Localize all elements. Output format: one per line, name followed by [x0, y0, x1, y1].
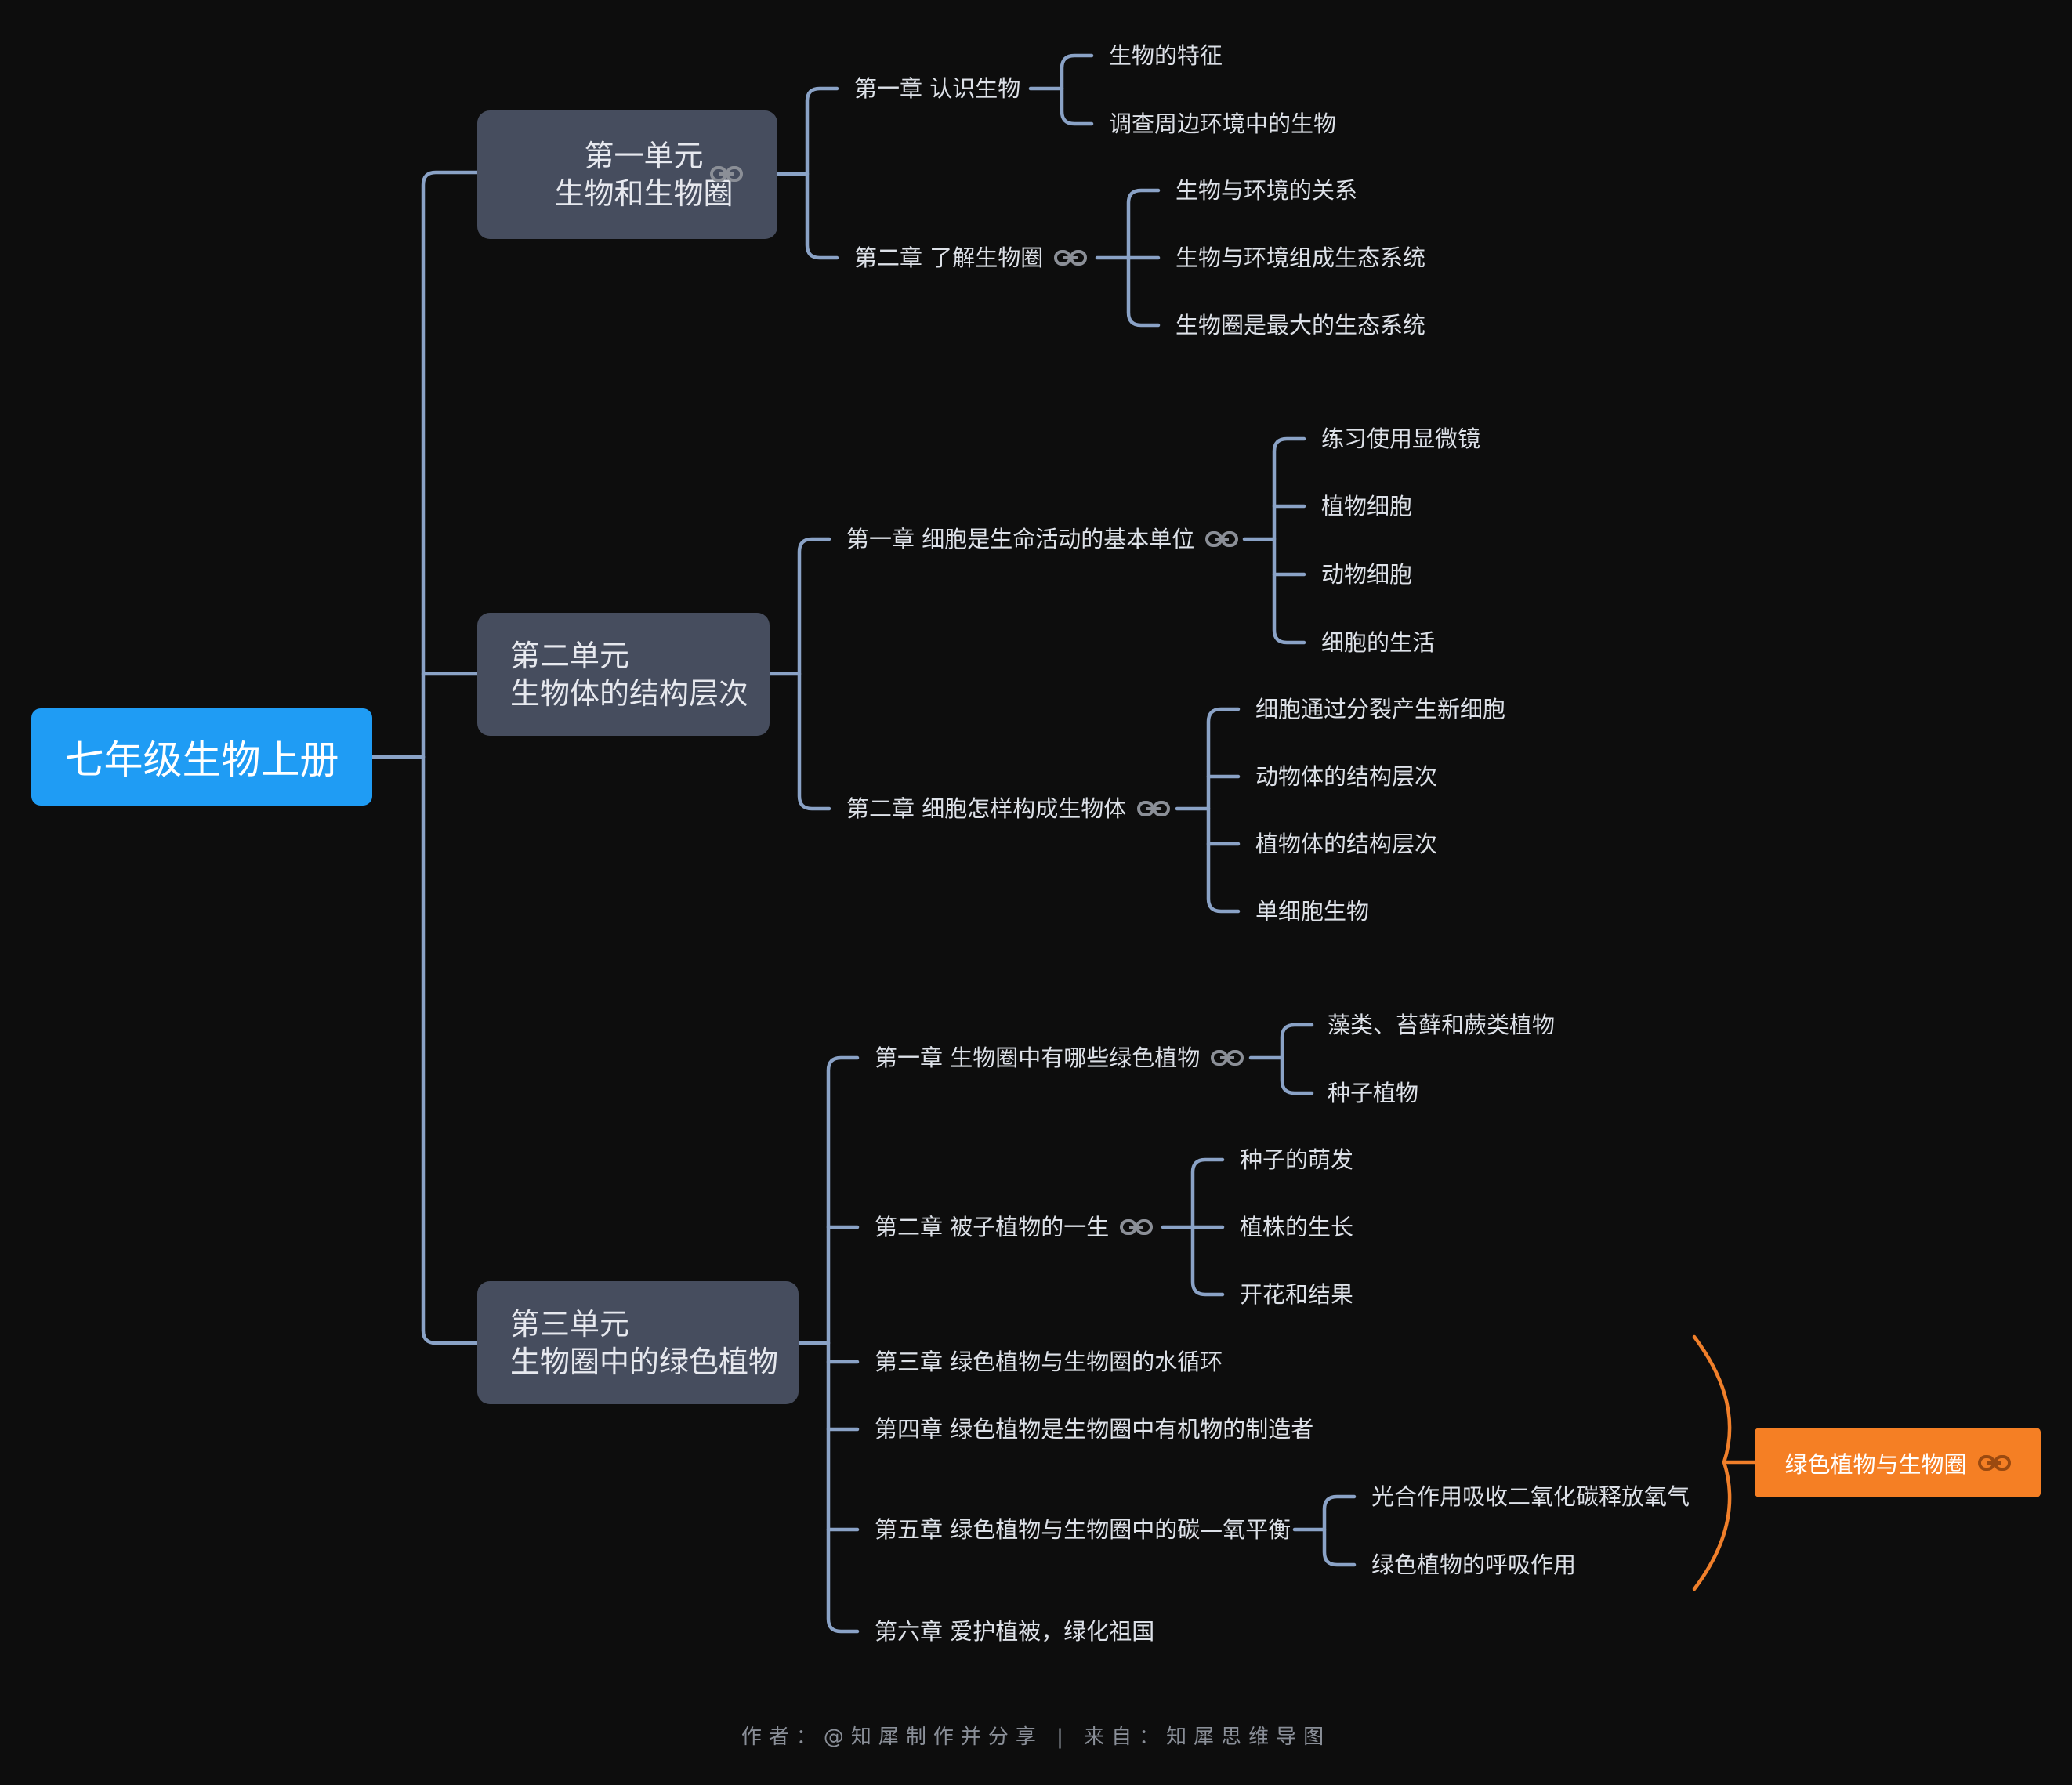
- summary-node[interactable]: 绿色植物与生物圈: [1755, 1428, 2041, 1497]
- leaf-u1-c1-1[interactable]: 生物的特征: [1109, 42, 1223, 70]
- unit-1-line2: 生物和生物圈: [554, 176, 734, 211]
- chapter-u3-c4[interactable]: 第四章 绿色植物是生物圈中有机物的制造者: [875, 1415, 1313, 1443]
- unit-2-line2: 生物体的结构层次: [510, 675, 749, 711]
- leaf-u2-c1-3[interactable]: 动物细胞: [1321, 560, 1412, 588]
- leaf-u3-c5-1[interactable]: 光合作用吸收二氧化碳释放氧气: [1371, 1483, 1690, 1511]
- unit-1-line1: 第一单元: [584, 139, 704, 173]
- chapter-label: 第二章 细胞怎样构成生物体: [846, 795, 1127, 822]
- chapter-u3-c1[interactable]: 第一章 生物圈中有哪些绿色植物: [875, 1044, 1244, 1072]
- leaf-label: 种子植物: [1328, 1080, 1419, 1106]
- leaf-label: 生物的特征: [1109, 42, 1223, 69]
- leaf-label: 绿色植物的呼吸作用: [1371, 1551, 1577, 1578]
- chapter-label: 第二章 被子植物的一生: [875, 1214, 1110, 1240]
- unit-2-node[interactable]: 第二单元 生物体的结构层次: [477, 613, 770, 736]
- leaf-u2-c1-4[interactable]: 细胞的生活: [1321, 628, 1435, 657]
- unit-3-node[interactable]: 第三单元 生物圈中的绿色植物: [477, 1281, 799, 1404]
- chapter-label: 第一章 生物圈中有哪些绿色植物: [875, 1045, 1201, 1071]
- leaf-label: 单细胞生物: [1255, 898, 1370, 925]
- leaf-u2-c2-3[interactable]: 植物体的结构层次: [1255, 830, 1437, 858]
- leaf-label: 生物圈是最大的生态系统: [1175, 312, 1426, 339]
- leaf-u2-c2-1[interactable]: 细胞通过分裂产生新细胞: [1255, 695, 1505, 723]
- root-label: 七年级生物上册: [64, 737, 339, 783]
- chapter-label: 第一章 细胞是生命活动的基本单位: [846, 526, 1195, 552]
- leaf-u3-c1-2[interactable]: 种子植物: [1328, 1079, 1418, 1107]
- link-icon[interactable]: [1211, 1049, 1244, 1066]
- leaf-label: 生物与环境组成生态系统: [1175, 244, 1426, 271]
- leaf-u2-c2-2[interactable]: 动物体的结构层次: [1255, 762, 1437, 791]
- link-icon[interactable]: [1977, 1454, 2011, 1472]
- leaf-label: 植株的生长: [1240, 1214, 1354, 1240]
- leaf-label: 练习使用显微镜: [1321, 425, 1481, 452]
- leaf-label: 动物细胞: [1321, 561, 1413, 588]
- summary-label: 绿色植物与生物圈: [1784, 1450, 1967, 1478]
- chapter-u3-c2[interactable]: 第二章 被子植物的一生: [875, 1213, 1154, 1241]
- leaf-label: 调查周边环境中的生物: [1109, 110, 1337, 137]
- chapter-label: 第三章 绿色植物与生物圈的水循环: [875, 1349, 1223, 1375]
- chapter-label: 第一章 认识生物: [854, 75, 1021, 102]
- leaf-label: 藻类、苔藓和蕨类植物: [1328, 1012, 1556, 1038]
- leaf-u3-c5-2[interactable]: 绿色植物的呼吸作用: [1371, 1551, 1576, 1579]
- chapter-label: 第四章 绿色植物是生物圈中有机物的制造者: [875, 1416, 1314, 1443]
- leaf-u1-c2-2[interactable]: 生物与环境组成生态系统: [1175, 244, 1425, 272]
- leaf-u1-c1-2[interactable]: 调查周边环境中的生物: [1109, 110, 1336, 138]
- leaf-label: 光合作用吸收二氧化碳释放氧气: [1371, 1483, 1690, 1510]
- chapter-u2-c1[interactable]: 第一章 细胞是生命活动的基本单位: [846, 525, 1239, 553]
- chapter-label: 第二章 了解生物圈: [854, 244, 1044, 271]
- chapter-u3-c3[interactable]: 第三章 绿色植物与生物圈的水循环: [875, 1348, 1223, 1376]
- chapter-label: 第五章 绿色植物与生物圈中的碳—氧平衡: [875, 1516, 1291, 1543]
- chapter-u1-c1[interactable]: 第一章 认识生物: [854, 74, 1020, 103]
- leaf-u2-c1-2[interactable]: 植物细胞: [1321, 492, 1412, 520]
- leaf-label: 生物与环境的关系: [1175, 177, 1358, 204]
- leaf-label: 细胞通过分裂产生新细胞: [1255, 696, 1506, 722]
- leaf-u2-c1-1[interactable]: 练习使用显微镜: [1321, 425, 1480, 453]
- chapter-u3-c5[interactable]: 第五章 绿色植物与生物圈中的碳—氧平衡: [875, 1515, 1291, 1544]
- leaf-u1-c2-1[interactable]: 生物与环境的关系: [1175, 176, 1357, 205]
- chapter-u1-c2[interactable]: 第二章 了解生物圈: [854, 244, 1088, 272]
- link-icon[interactable]: [1054, 249, 1088, 266]
- leaf-label: 植物细胞: [1321, 493, 1413, 520]
- leaf-label: 植物体的结构层次: [1255, 831, 1438, 857]
- link-icon[interactable]: [1120, 1218, 1154, 1236]
- leaf-u2-c2-4[interactable]: 单细胞生物: [1255, 897, 1369, 925]
- chapter-label: 第六章 爱护植被，绿化祖国: [875, 1618, 1155, 1645]
- leaf-u3-c1-1[interactable]: 藻类、苔藓和蕨类植物: [1328, 1011, 1555, 1039]
- leaf-label: 种子的萌发: [1240, 1146, 1354, 1173]
- unit-3-line2: 生物圈中的绿色植物: [510, 1344, 779, 1379]
- root-node[interactable]: 七年级生物上册: [31, 708, 372, 806]
- unit-2-line1: 第二单元: [510, 638, 630, 673]
- footer-credit: 作者：@知犀制作并分享 | 来自：知犀思维导图: [741, 1725, 1331, 1749]
- link-icon[interactable]: [1137, 800, 1171, 817]
- link-icon[interactable]: [710, 165, 743, 183]
- leaf-u3-c2-1[interactable]: 种子的萌发: [1240, 1146, 1353, 1174]
- leaf-label: 开花和结果: [1240, 1281, 1354, 1308]
- unit-1-node[interactable]: 第一单元 生物和生物圈: [477, 110, 777, 239]
- leaf-u3-c2-2[interactable]: 植株的生长: [1240, 1213, 1353, 1241]
- leaf-u1-c2-3[interactable]: 生物圈是最大的生态系统: [1175, 311, 1425, 339]
- leaf-u3-c2-3[interactable]: 开花和结果: [1240, 1280, 1353, 1309]
- leaf-label: 细胞的生活: [1321, 629, 1436, 656]
- link-icon[interactable]: [1205, 530, 1239, 548]
- chapter-u2-c2[interactable]: 第二章 细胞怎样构成生物体: [846, 795, 1171, 823]
- leaf-label: 动物体的结构层次: [1255, 763, 1438, 790]
- chapter-u3-c6[interactable]: 第六章 爱护植被，绿化祖国: [875, 1617, 1154, 1646]
- unit-3-line1: 第三单元: [510, 1306, 630, 1341]
